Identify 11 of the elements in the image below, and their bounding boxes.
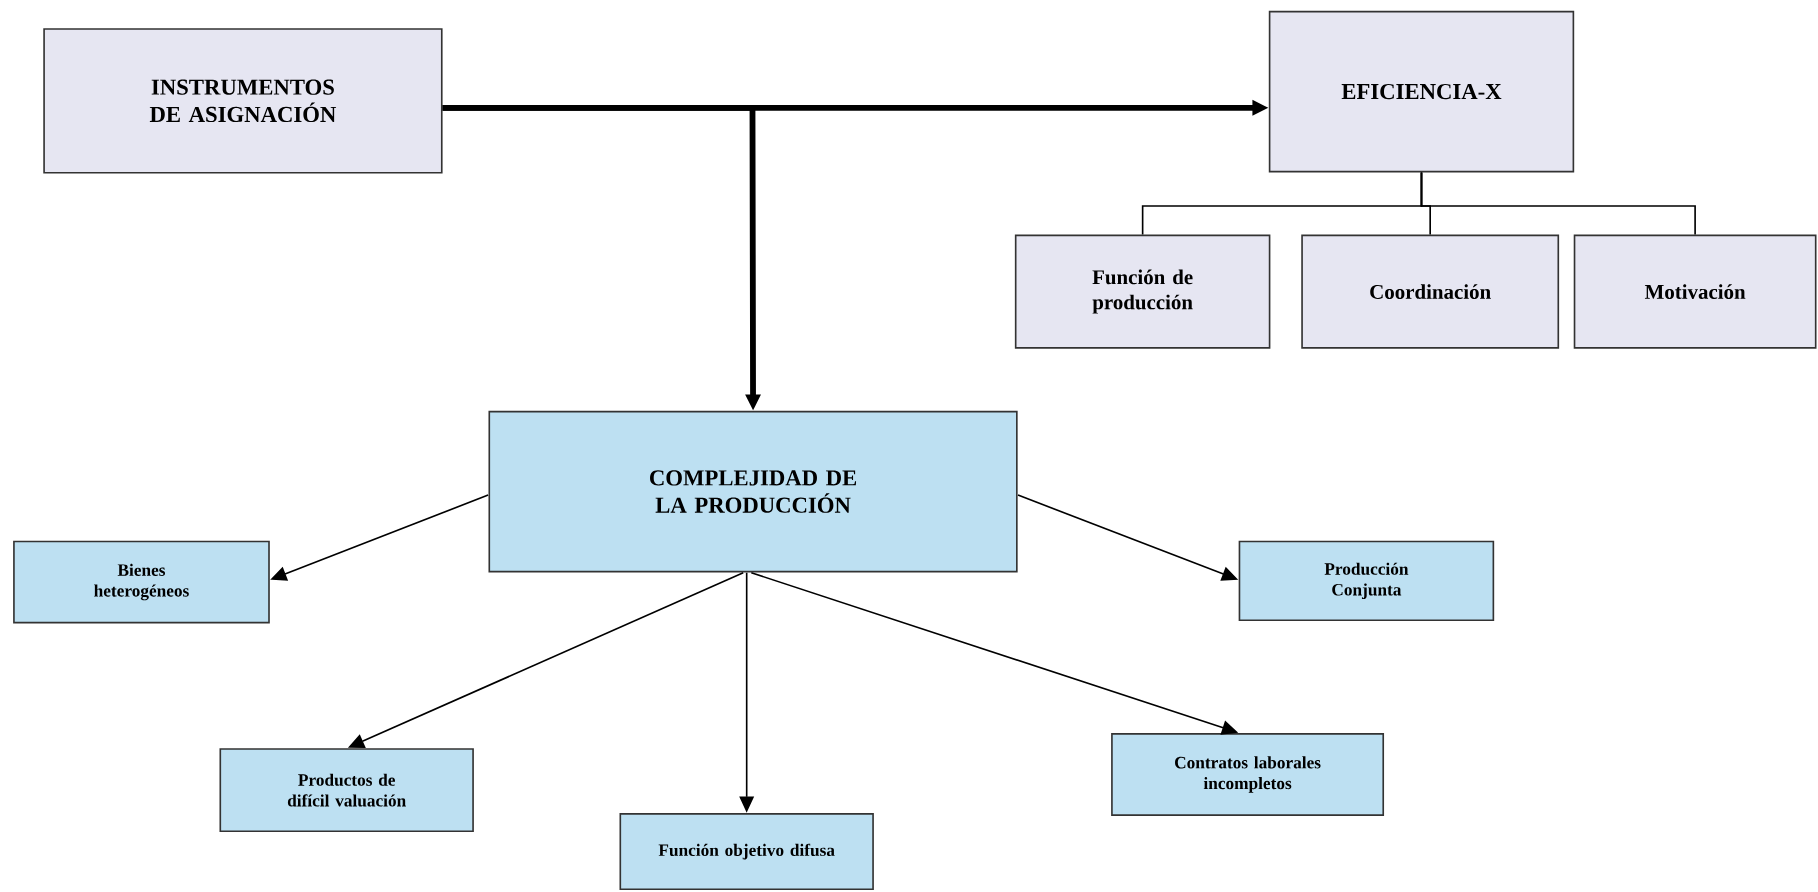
process-box: COMPLEJIDAD DE LA PRODUCCIÓN [488, 410, 1018, 573]
text-box: Producción Conjunta [1238, 540, 1495, 622]
text-box: Coordinación [1301, 234, 1560, 349]
text-box: Función de producción [1014, 234, 1271, 349]
process-box: INSTRUMENTOS DE ASIGNACIÓN [43, 28, 443, 174]
text-box: Contratos laborales incompletos [1111, 733, 1385, 817]
text-box: Bienes heterogéneos [13, 540, 270, 624]
text-box: Productos de difícil valuación [219, 748, 474, 833]
process-box: EFICIENCIA-X [1268, 10, 1575, 173]
text-box: Función objetivo difusa [619, 813, 874, 891]
text-box: Motivación [1573, 234, 1817, 349]
